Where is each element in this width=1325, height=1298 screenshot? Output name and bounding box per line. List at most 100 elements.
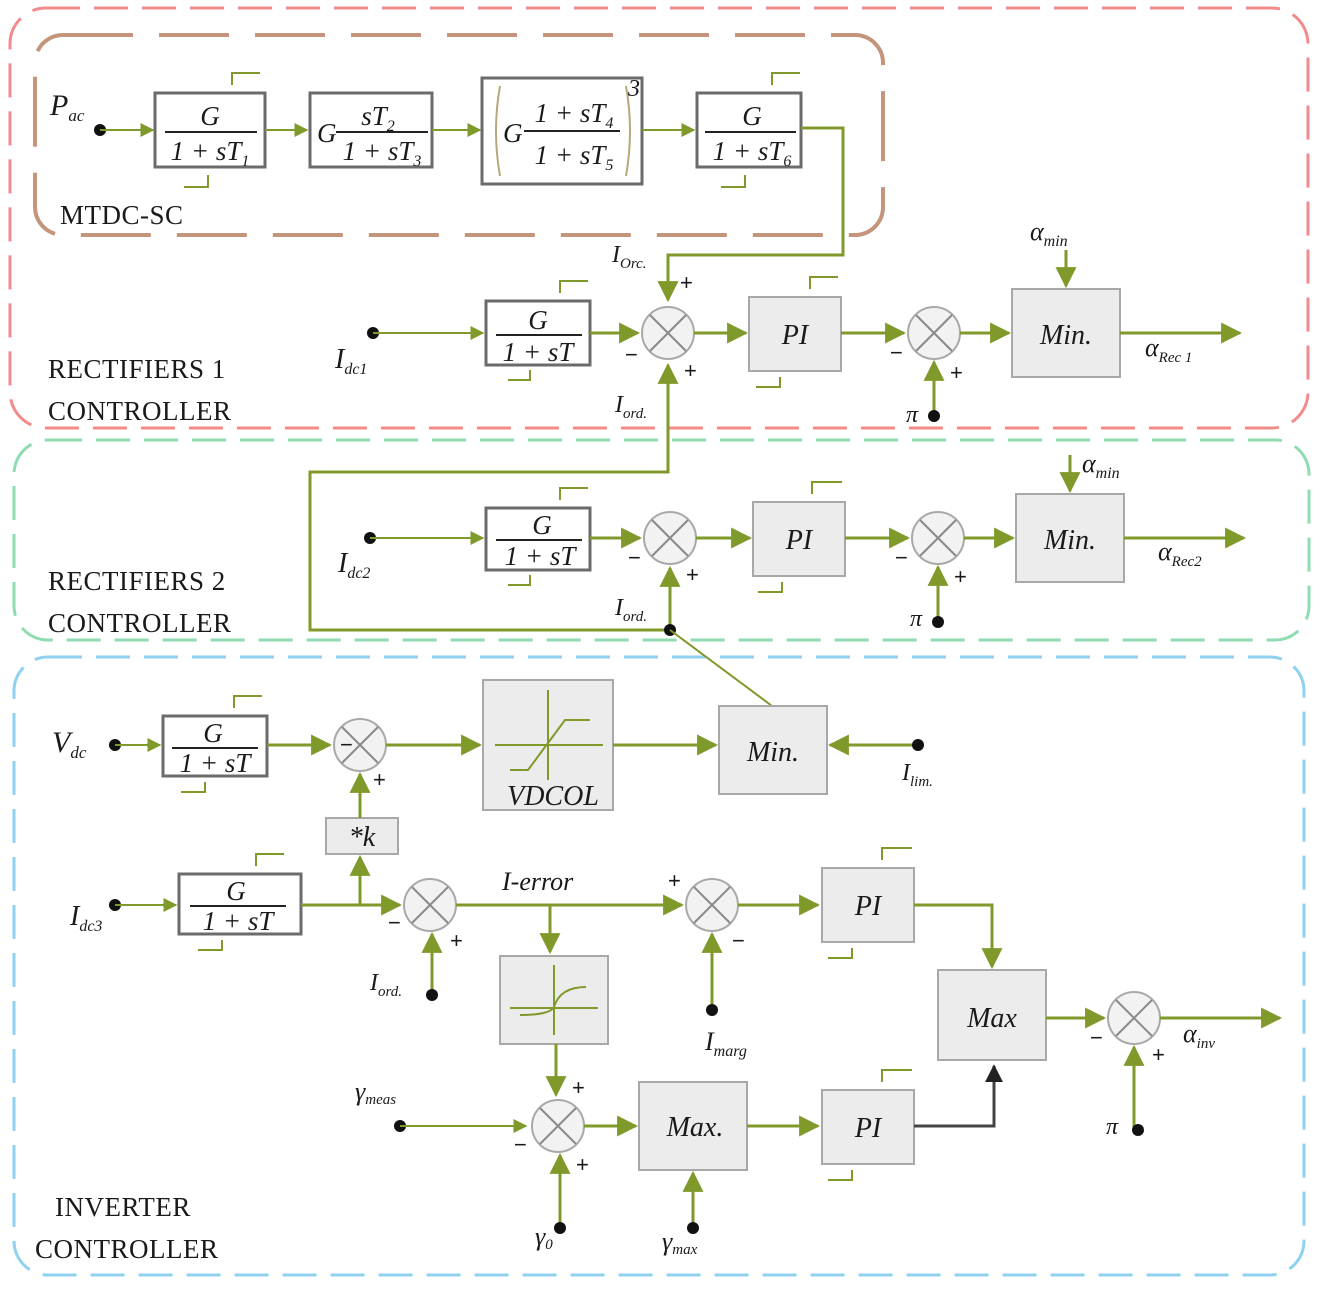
error-limiter-block bbox=[499, 955, 609, 1045]
svg-text:G: G bbox=[203, 718, 223, 748]
svg-text:1 + sT1: 1 + sT1 bbox=[171, 136, 250, 170]
svg-text:G: G bbox=[226, 876, 246, 906]
inv-label-1: INVERTER bbox=[55, 1192, 191, 1222]
idc1-label: Idc1 bbox=[334, 344, 367, 378]
ierror-label: I-error bbox=[501, 867, 574, 896]
mtdc-frame bbox=[33, 33, 885, 237]
rect2-iord-label: Iord. bbox=[614, 595, 647, 625]
mtdc-label: MTDC-SC bbox=[60, 200, 184, 230]
inv-pi-top-block: PI bbox=[821, 847, 915, 959]
svg-text:Min.: Min. bbox=[746, 737, 799, 768]
idc3-label: Idc3 bbox=[69, 901, 102, 935]
idc2-label: Idc2 bbox=[337, 548, 370, 582]
idc3-filter-block: G 1 + sT bbox=[177, 853, 303, 951]
svg-text:Min.: Min. bbox=[1043, 525, 1096, 556]
svg-text:G: G bbox=[503, 118, 523, 148]
sign-minus: − bbox=[388, 910, 401, 935]
sign-plus: + bbox=[950, 360, 963, 385]
svg-text:1 + sT: 1 + sT bbox=[503, 337, 576, 367]
svg-text:1 + sT: 1 + sT bbox=[203, 906, 276, 936]
svg-text:G: G bbox=[528, 305, 548, 335]
rect2-sum1 bbox=[643, 511, 697, 565]
svg-text:1 + sT3: 1 + sT3 bbox=[343, 136, 422, 170]
svg-text:PI: PI bbox=[854, 1113, 883, 1144]
inv-label-2: CONTROLLER bbox=[35, 1234, 219, 1264]
rectifier2-frame bbox=[12, 438, 1311, 642]
sign-plus: + bbox=[450, 928, 463, 953]
rect2-label-2: CONTROLLER bbox=[48, 608, 232, 638]
svg-text:1 + sT6: 1 + sT6 bbox=[713, 136, 792, 170]
mtdc-tf1-block: G 1 + sT1 bbox=[153, 72, 267, 188]
gamma-sum bbox=[531, 1099, 585, 1153]
alpha-inv-sum bbox=[1107, 991, 1161, 1045]
sign-minus: − bbox=[340, 732, 353, 757]
svg-text:1 + sT5: 1 + sT5 bbox=[535, 140, 614, 174]
wire-mtdc-to-rect1 bbox=[657, 126, 845, 303]
sign-plus: + bbox=[686, 562, 699, 587]
rect1-filter-block: G 1 + sT bbox=[484, 280, 592, 381]
svg-text:3: 3 bbox=[627, 76, 640, 102]
svg-text:G: G bbox=[317, 118, 337, 148]
ilim-node bbox=[912, 739, 924, 751]
sign-plus: + bbox=[1152, 1042, 1165, 1067]
k-gain-block: *k bbox=[325, 817, 399, 855]
inv-iord-label: Iord. bbox=[369, 970, 402, 1000]
rect1-min-block: Min. bbox=[1011, 288, 1121, 378]
svg-text:PI: PI bbox=[785, 525, 814, 556]
svg-text:*k: *k bbox=[349, 822, 376, 853]
rect2-label-1: RECTIFIERS 2 bbox=[48, 566, 226, 596]
pi-label: π bbox=[1106, 1114, 1119, 1140]
svg-text:1 + sT: 1 + sT bbox=[180, 748, 253, 778]
gamma-max-node bbox=[687, 1222, 699, 1234]
alpha-rec2-label: αRec2 bbox=[1158, 537, 1202, 570]
sign-minus: − bbox=[890, 340, 903, 365]
rect1-sum1 bbox=[641, 306, 695, 360]
sign-minus: − bbox=[514, 1132, 527, 1157]
wire-pibottom-max bbox=[914, 1064, 1003, 1128]
rect1-iord-label: Iord. bbox=[614, 392, 647, 422]
rectifier1-frame bbox=[8, 6, 1310, 430]
svg-text:VDCOL: VDCOL bbox=[507, 781, 599, 812]
sign-minus: − bbox=[895, 545, 908, 570]
rect1-alpha-min: αmin bbox=[1030, 217, 1068, 250]
sign-minus: − bbox=[732, 928, 745, 953]
rect1-pi-block: PI bbox=[748, 276, 842, 388]
vdc-filter-block: G 1 + sT bbox=[161, 695, 269, 793]
imarg-node bbox=[706, 1004, 718, 1016]
wire-pitop-max bbox=[914, 903, 1003, 970]
alpha-inv-label: αinv bbox=[1183, 1019, 1215, 1052]
gamma0-node bbox=[554, 1222, 566, 1234]
sign-minus: − bbox=[625, 342, 638, 367]
ilim-label: Ilim. bbox=[901, 760, 933, 790]
ierror-sum bbox=[403, 878, 457, 932]
pi-label: π bbox=[910, 606, 923, 632]
svg-text:G: G bbox=[742, 101, 762, 131]
rect2-alpha-min: αmin bbox=[1082, 449, 1120, 482]
imarg-sum bbox=[685, 878, 739, 932]
inverter-frame bbox=[12, 655, 1306, 1277]
svg-text:PI: PI bbox=[781, 320, 810, 351]
pi-node bbox=[928, 410, 940, 422]
svg-text:G: G bbox=[532, 510, 552, 540]
svg-text:Max.: Max. bbox=[666, 1112, 724, 1143]
svg-text:1 + sT4: 1 + sT4 bbox=[535, 98, 614, 132]
inv-max-block: Max bbox=[937, 969, 1047, 1061]
vdc-sum bbox=[333, 718, 387, 772]
sign-plus: + bbox=[668, 868, 681, 893]
inv-pi-bottom-block: PI bbox=[821, 1069, 915, 1181]
wire-min-to-iord bbox=[669, 629, 773, 707]
svg-text:1 + sT: 1 + sT bbox=[505, 541, 578, 571]
sign-plus: + bbox=[954, 564, 967, 589]
sign-plus: + bbox=[572, 1075, 585, 1100]
svg-text:PI: PI bbox=[854, 891, 883, 922]
pi-node-2 bbox=[932, 616, 944, 628]
inv-iord-node bbox=[426, 989, 438, 1001]
sign-plus: + bbox=[684, 358, 697, 383]
mtdc-tf3-block: G 1 + sT4 1 + sT5 3 bbox=[480, 76, 644, 186]
inv-pi-node bbox=[1132, 1124, 1144, 1136]
pi-label: π bbox=[906, 402, 919, 428]
gamma0-label: γ0 bbox=[535, 1222, 553, 1253]
gamma-max-block: Max. bbox=[638, 1081, 748, 1171]
